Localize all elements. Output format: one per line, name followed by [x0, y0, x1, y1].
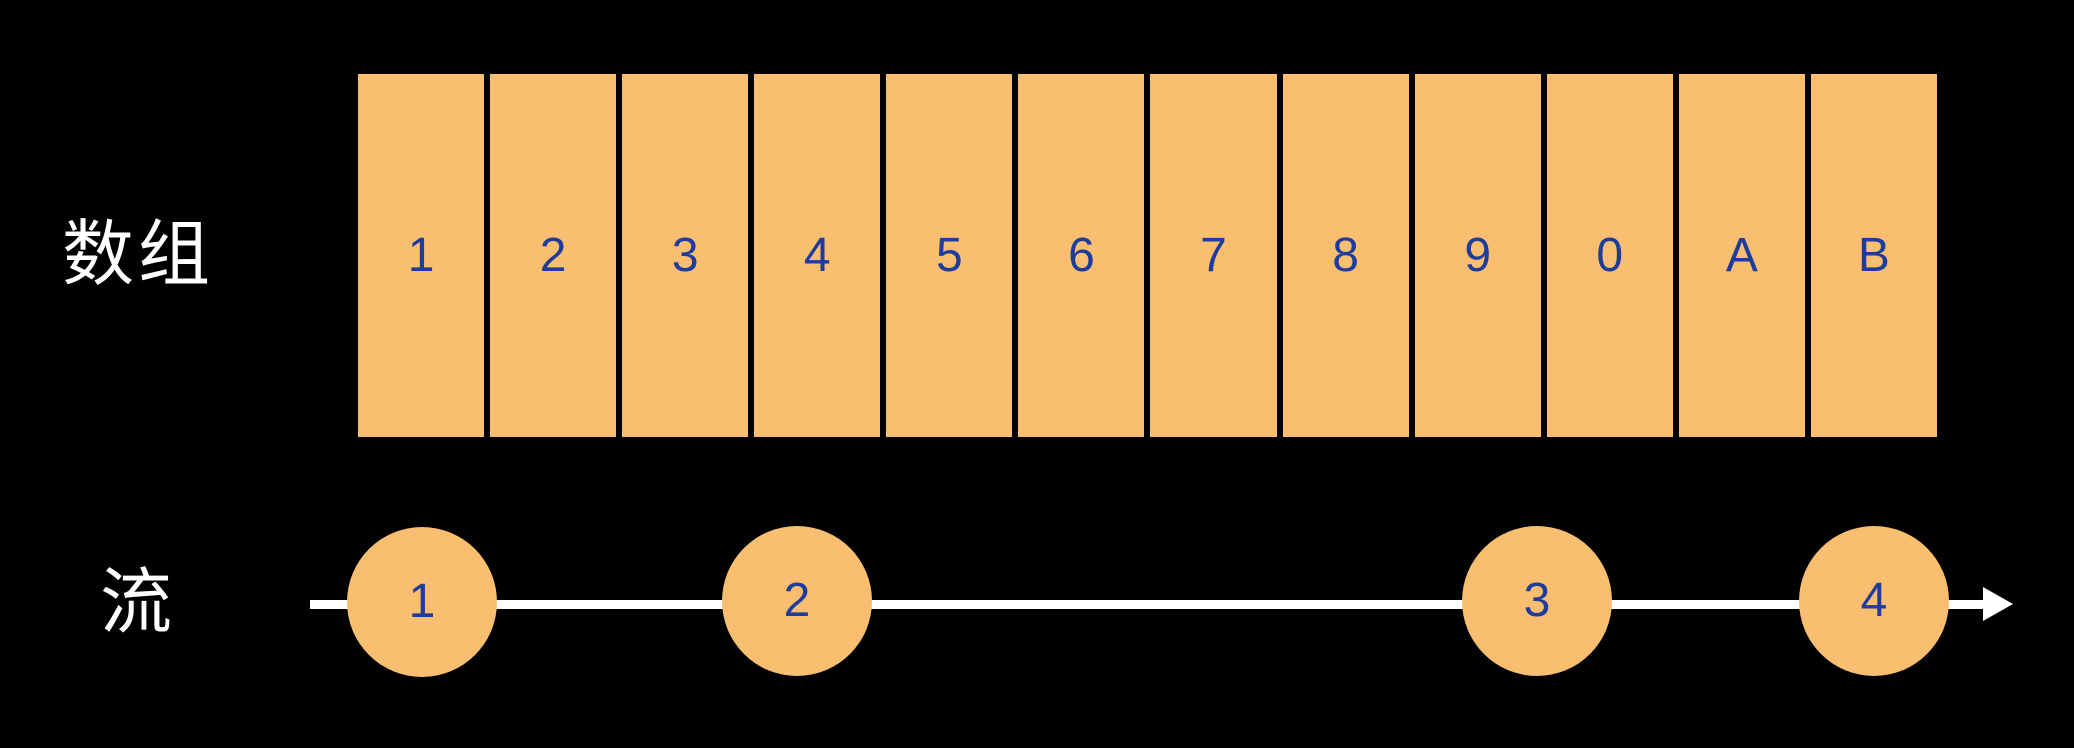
stream-node-value: 4 — [1860, 574, 1888, 627]
array-cell: 2 — [490, 74, 617, 437]
array-cell-value: 4 — [803, 228, 831, 282]
array-cell-value: 2 — [539, 228, 567, 282]
array-cell: 4 — [754, 74, 881, 437]
array-cell: 1 — [358, 74, 485, 437]
array-cell: 6 — [1018, 74, 1145, 437]
stream-row-label: 流 — [100, 563, 177, 643]
array-cell-value: 1 — [407, 228, 435, 282]
stream-timeline-line — [310, 600, 1983, 609]
array-row: 1 2 3 4 5 6 7 8 9 0 A B — [358, 74, 1937, 437]
array-cell: B — [1810, 74, 1937, 437]
array-cell: 7 — [1150, 74, 1277, 437]
array-cell-value: 7 — [1200, 228, 1227, 282]
array-cell: 3 — [622, 74, 749, 437]
array-cell-value: 8 — [1332, 228, 1359, 282]
arrowhead-right-icon — [1983, 587, 2013, 621]
array-cell-value: A — [1725, 228, 1758, 282]
stream-node: 3 — [1462, 526, 1612, 676]
array-cell-value: B — [1857, 228, 1890, 282]
stream-node-value: 2 — [783, 574, 811, 627]
stream-node-value: 3 — [1523, 574, 1551, 627]
array-cell: A — [1678, 74, 1805, 437]
stream-node: 1 — [347, 527, 497, 677]
stream-node: 2 — [722, 526, 872, 676]
array-cell-value: 5 — [936, 228, 963, 282]
array-cell-value: 6 — [1068, 228, 1095, 282]
stream-node-value: 1 — [408, 575, 436, 628]
array-row-label: 数组 — [62, 215, 215, 295]
array-cell: 9 — [1414, 74, 1541, 437]
array-cell-value: 3 — [671, 228, 699, 282]
array-cell: 8 — [1282, 74, 1409, 437]
array-cell: 0 — [1546, 74, 1673, 437]
array-cell-value: 9 — [1464, 228, 1492, 282]
stream-node: 4 — [1799, 526, 1949, 676]
array-cell: 5 — [886, 74, 1013, 437]
array-cell-value: 0 — [1596, 228, 1624, 282]
